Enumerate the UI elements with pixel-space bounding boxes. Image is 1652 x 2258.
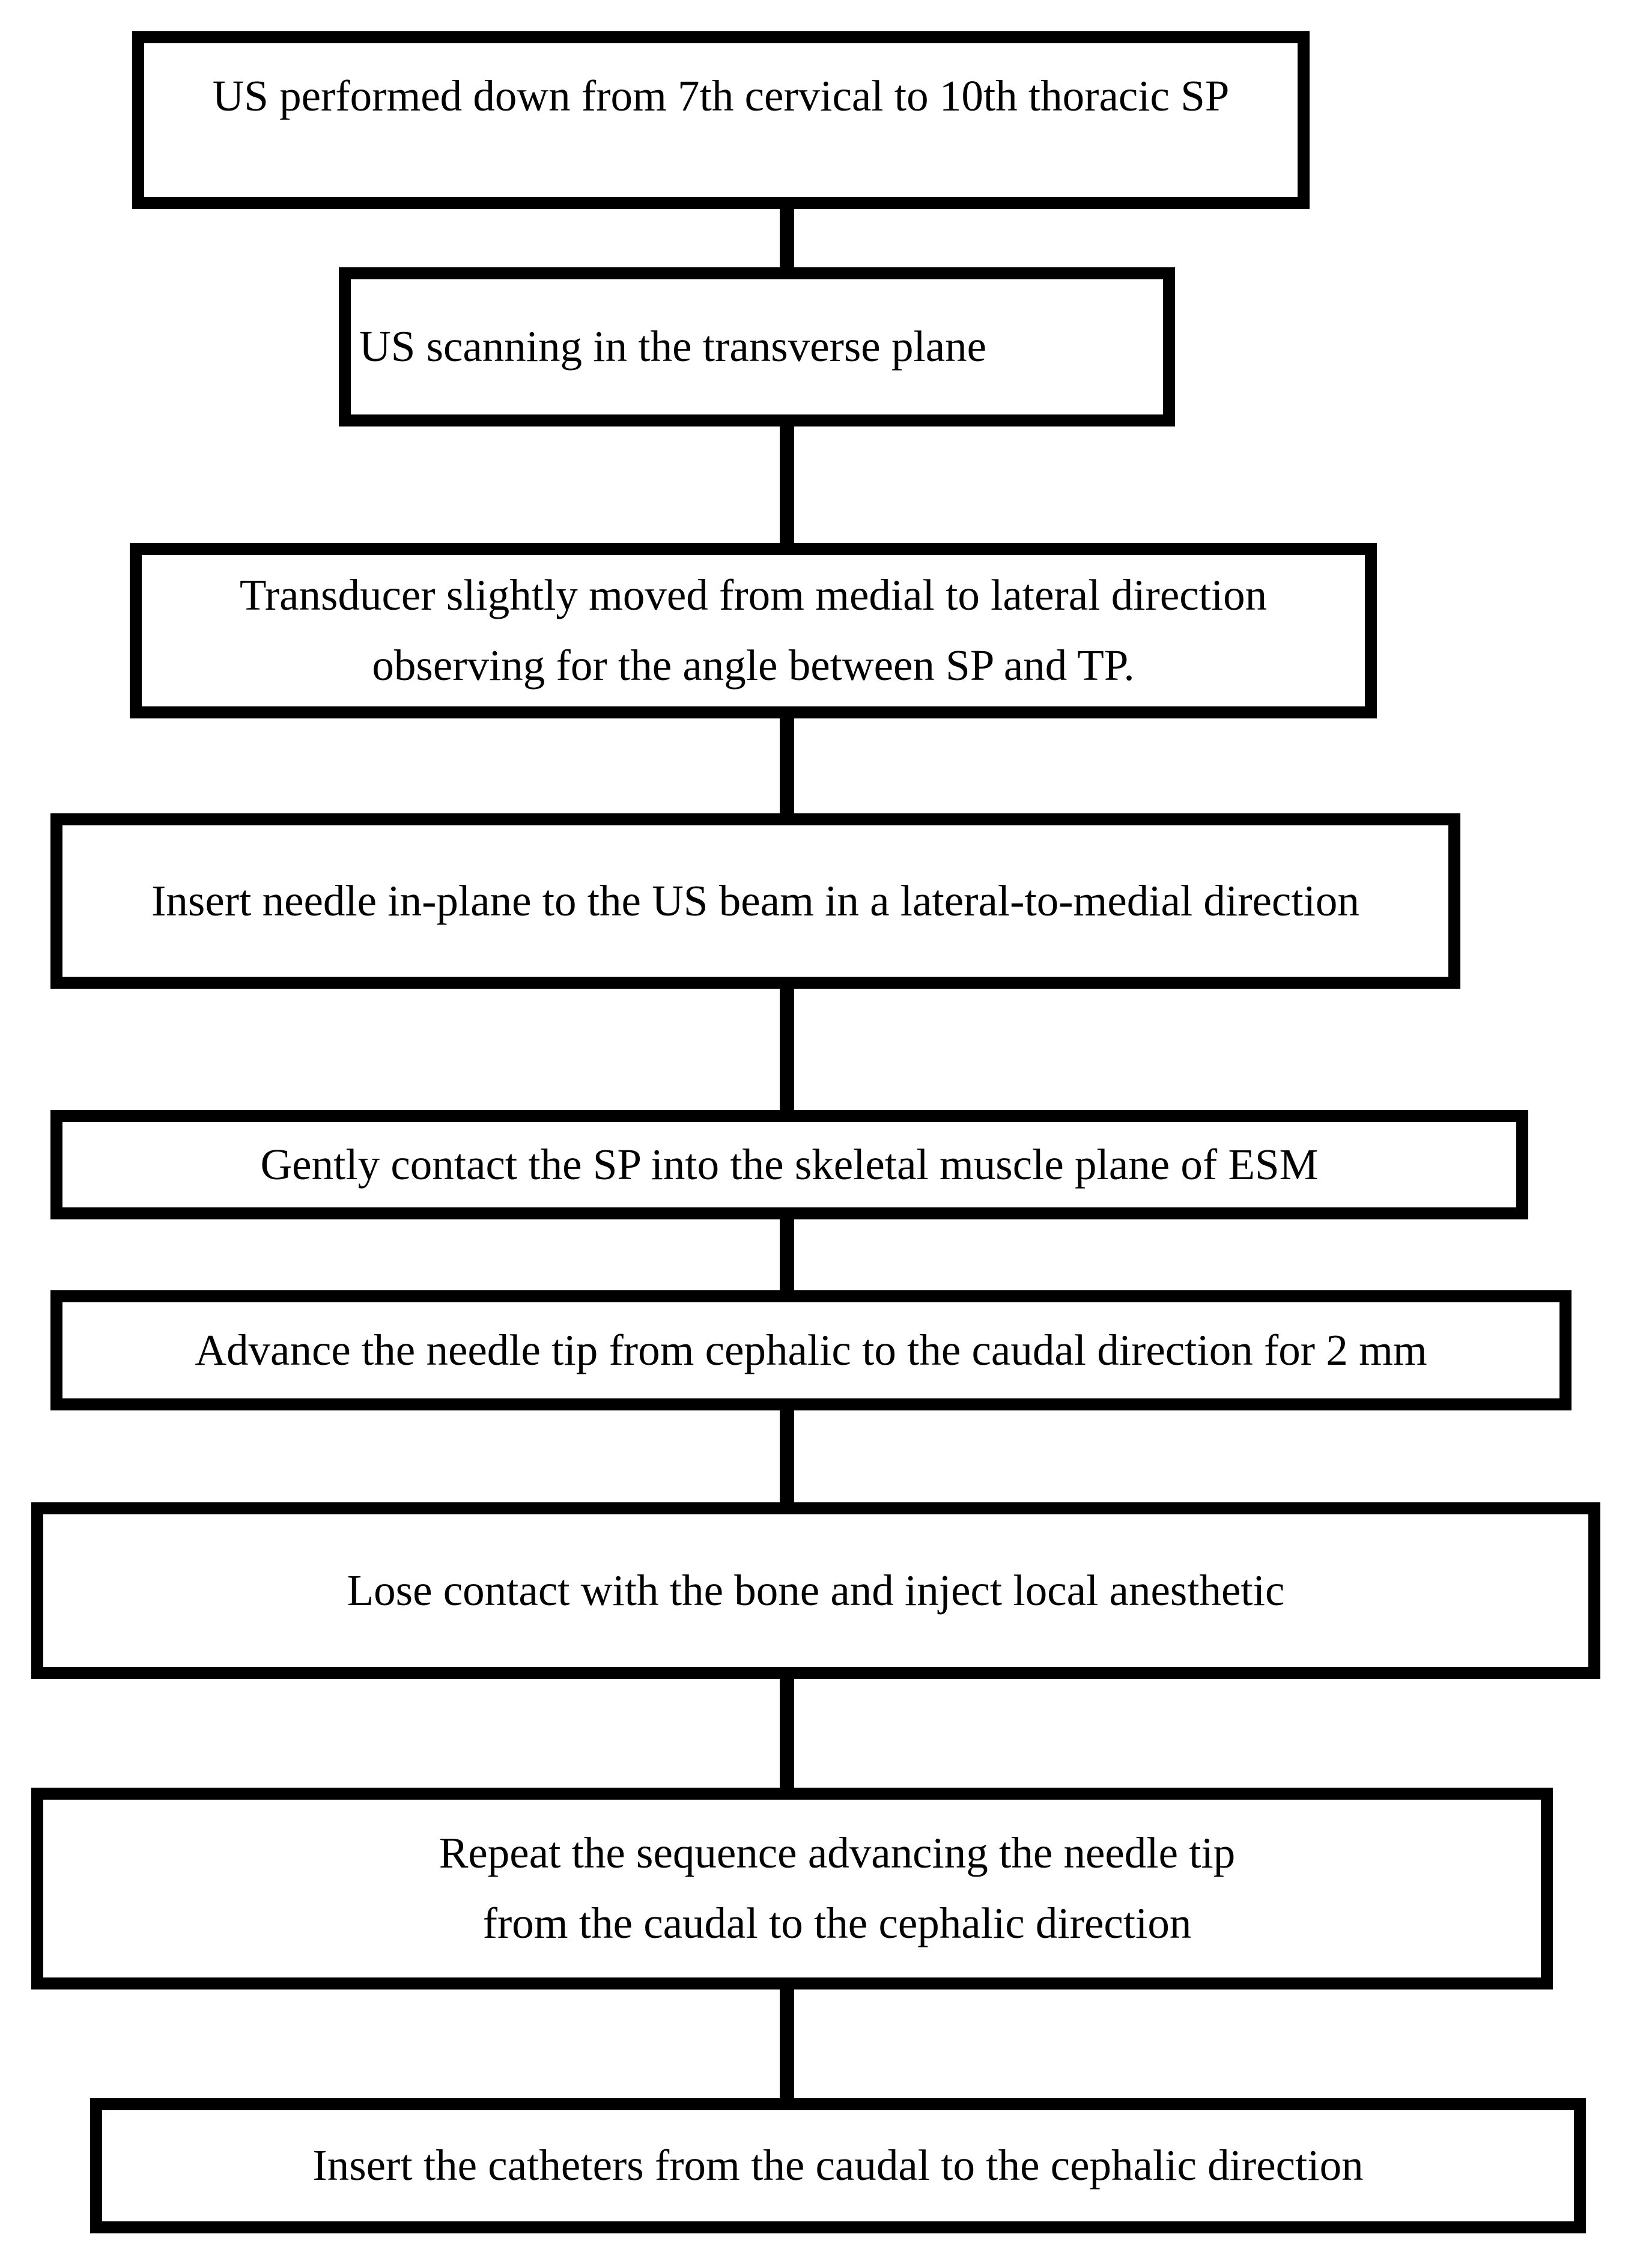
connector-step4-step5 (780, 984, 794, 1118)
flow-step-7-label: Lose contact with the bone and inject lo… (347, 1565, 1285, 1615)
flow-step-5-label: Gently contact the SP into the skeletal … (260, 1140, 1319, 1189)
flow-step-6: Advance the needle tip from cephalic to … (50, 1290, 1572, 1410)
flow-step-5: Gently contact the SP into the skeletal … (50, 1110, 1528, 1219)
flow-step-8: Repeat the sequence advancing the needle… (31, 1788, 1553, 1989)
flow-step-7: Lose contact with the bone and inject lo… (31, 1502, 1600, 1679)
flow-step-9-label: Insert the catheters from the caudal to … (312, 2141, 1364, 2190)
flow-step-3: Transducer slightly moved from medial to… (130, 543, 1377, 718)
connector-step3-step4 (780, 714, 794, 822)
flow-step-2-label: US scanning in the transverse plane (359, 322, 987, 371)
connector-step6-step7 (780, 1406, 794, 1511)
flow-step-9: Insert the catheters from the caudal to … (90, 2098, 1586, 2233)
flow-step-4-label: Insert needle in-plane to the US beam in… (151, 876, 1359, 925)
connector-step5-step6 (780, 1215, 794, 1299)
connector-step8-step9 (780, 1985, 794, 2107)
flow-step-3-label: Transducer slightly moved from medial to… (239, 571, 1268, 690)
flow-step-1-label: US performed down from 7th cervical to 1… (212, 71, 1230, 120)
connector-step2-step3 (780, 420, 794, 553)
flow-step-4: Insert needle in-plane to the US beam in… (50, 813, 1460, 989)
flow-step-2: US scanning in the transverse plane (339, 267, 1175, 426)
flow-step-1: US performed down from 7th cervical to 1… (132, 31, 1310, 209)
connector-step1-step2 (780, 203, 794, 275)
flow-step-6-label: Advance the needle tip from cephalic to … (195, 1325, 1427, 1374)
flow-step-8-label: Repeat the sequence advancing the needle… (439, 1829, 1236, 1947)
connector-step7-step8 (780, 1674, 794, 1796)
